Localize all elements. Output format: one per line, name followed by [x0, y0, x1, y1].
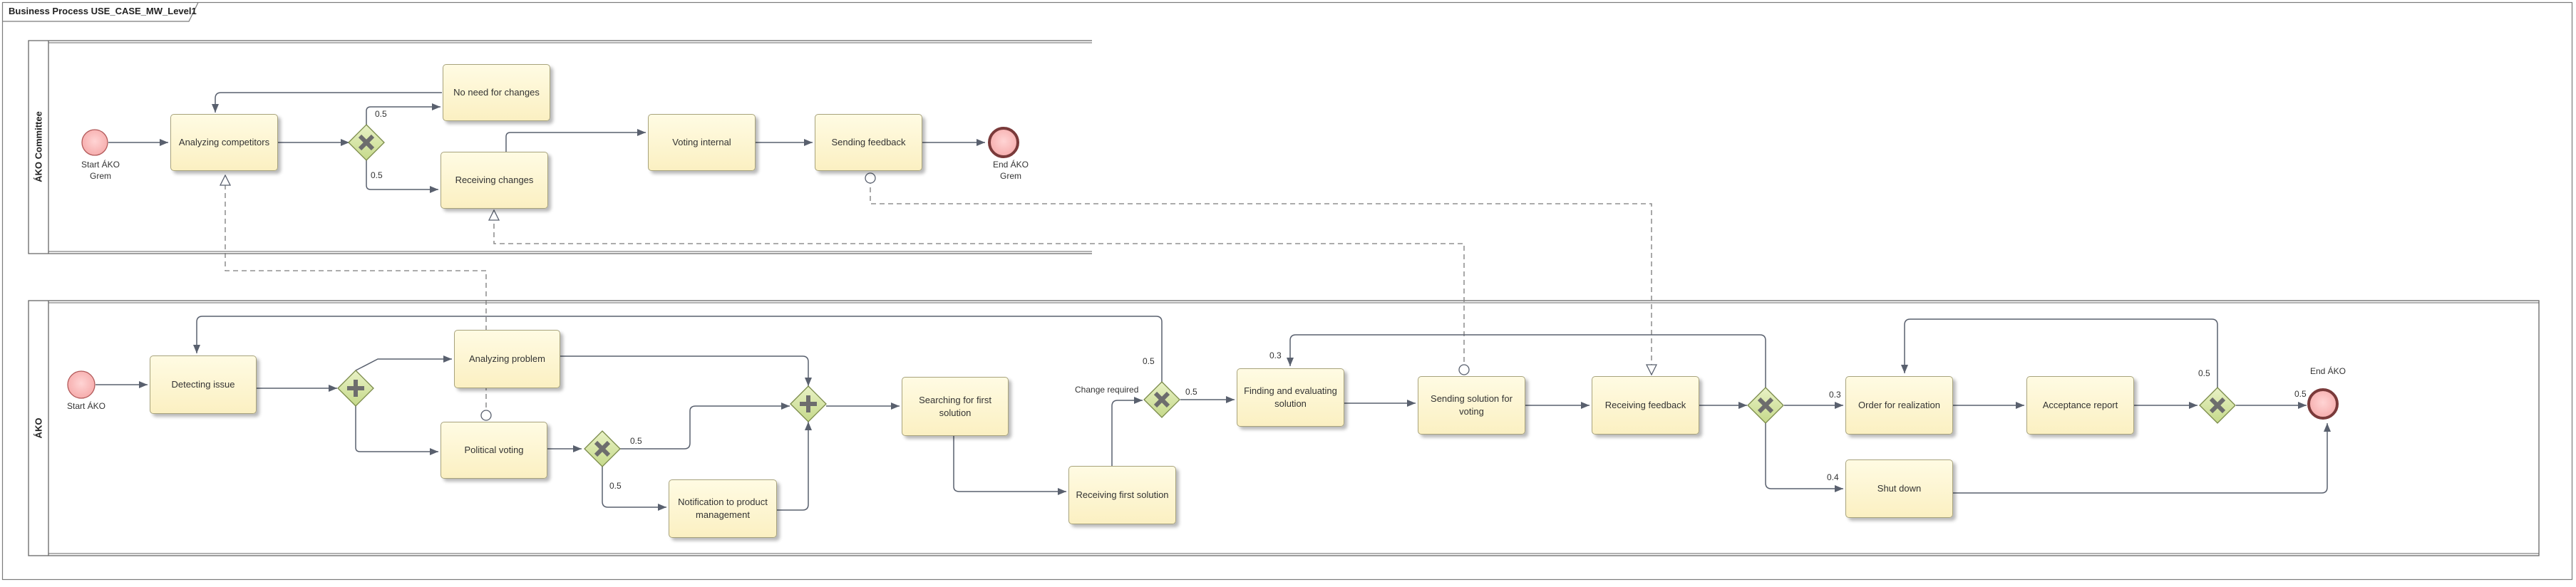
task-notification-to-product-management[interactable]: Notification to product management — [669, 479, 777, 538]
flow-label-change-required: Change required — [1075, 385, 1139, 395]
task-finding-and-evaluating-solution[interactable]: Finding and evaluating solution — [1237, 368, 1344, 427]
flow-label-to-end: 0.5 — [2294, 389, 2307, 399]
flow-analyzing-problem-to-merge — [560, 355, 812, 386]
flow-xor-loop-back — [193, 316, 1163, 382]
flow-receiving-to-xor — [1111, 397, 1143, 466]
pool-ako — [28, 300, 2540, 556]
flow-pv-gateway-bottom — [602, 466, 666, 511]
end-event-ako-label: End ÁKO — [2309, 366, 2346, 376]
flow-gateway-to-no-need — [366, 103, 441, 125]
task-receiving-changes[interactable]: Receiving changes — [441, 152, 548, 209]
lane-title-ako: ÁKO — [33, 417, 44, 439]
task-political-voting[interactable]: Political voting — [441, 422, 547, 479]
task-receiving-feedback[interactable]: Receiving feedback — [1592, 376, 1699, 435]
events — [67, 127, 2339, 420]
exclusive-gateway-committee — [348, 124, 385, 161]
exclusive-gateway-political — [584, 430, 621, 467]
flow-label-loop-back: 0.5 — [1143, 356, 1155, 366]
flow-label-pv-bottom: 0.5 — [609, 481, 622, 491]
flow-no-need-loop — [212, 92, 442, 113]
flow-final-gateway-loop — [1901, 318, 2218, 388]
flow-shutdown-to-end — [1953, 423, 2331, 494]
flow-gateway-loop-finding — [1287, 334, 1766, 388]
task-no-need-for-changes[interactable]: No need for changes — [443, 64, 550, 121]
flow-receiving-to-voting — [505, 129, 646, 152]
task-sending-feedback[interactable]: Sending feedback — [815, 114, 922, 171]
task-detecting-issue[interactable]: Detecting issue — [150, 355, 257, 414]
flow-label-g1-bottom: 0.5 — [371, 170, 383, 180]
flow-label-loop-finding: 0.3 — [1269, 350, 1282, 360]
end-event-grem — [988, 127, 1019, 158]
message-flow-solution-to-receiving-changes — [494, 210, 1465, 370]
start-event-grem-label: Start ÁKO Grem — [81, 160, 120, 181]
diagram-frame-title: Business Process USE_CASE_MW_Level1 — [9, 6, 197, 16]
flow-label-to-order: 0.3 — [1829, 390, 1841, 400]
flow-pv-gateway-top — [619, 402, 790, 450]
start-event-ako — [67, 370, 96, 399]
gateways — [337, 124, 2236, 467]
flow-notification-to-merge — [777, 422, 812, 511]
flow-label-g1-top: 0.5 — [375, 109, 387, 119]
task-receiving-first-solution[interactable]: Receiving first solution — [1068, 466, 1176, 524]
exclusive-gateway-final — [2199, 387, 2236, 424]
flow-gateway-to-receiving — [366, 160, 438, 193]
lane-title-committee: ÁKO Committee — [33, 111, 44, 182]
task-sending-solution-for-voting[interactable]: Sending solution for voting — [1418, 376, 1525, 435]
flow-gateway-to-analyzing-problem — [355, 355, 452, 371]
flow-gateway-to-shutdown — [1765, 422, 1843, 492]
flow-label-pv-top: 0.5 — [630, 436, 642, 446]
start-event-ako-label: Start ÁKO — [66, 401, 106, 411]
flow-label-loop-order: 0.5 — [2198, 368, 2210, 378]
task-acceptance-report[interactable]: Acceptance report — [2026, 376, 2134, 435]
sequence-flows — [96, 92, 2331, 511]
task-voting-internal[interactable]: Voting internal — [648, 114, 756, 171]
task-analyzing-competitors[interactable]: Analyzing competitors — [170, 114, 278, 171]
end-event-grem-label: End ÁKO Grem — [992, 160, 1029, 181]
flow-searching-to-receiving — [953, 436, 1066, 495]
flow-label-to-finding: 0.5 — [1185, 387, 1197, 397]
exclusive-gateway-change — [1143, 381, 1180, 418]
message-flow-origins — [480, 172, 1470, 421]
exclusive-gateway-feedback — [1747, 387, 1784, 424]
task-analyzing-problem[interactable]: Analyzing problem — [454, 330, 560, 388]
task-shut-down[interactable]: Shut down — [1845, 459, 1953, 518]
start-event-grem — [81, 129, 108, 156]
message-flow-feedback-to-receiving-feedback — [870, 179, 1652, 375]
task-searching-for-first-solution[interactable]: Searching for first solution — [902, 377, 1009, 436]
task-order-for-realization[interactable]: Order for realization — [1845, 376, 1953, 435]
parallel-gateway-merge — [790, 385, 827, 422]
flow-label-to-shutdown: 0.4 — [1827, 472, 1839, 482]
end-event-ako — [2307, 388, 2339, 420]
parallel-gateway-split — [337, 370, 374, 407]
flow-gateway-to-political — [355, 406, 438, 455]
pool-ako-committee — [28, 40, 1092, 254]
